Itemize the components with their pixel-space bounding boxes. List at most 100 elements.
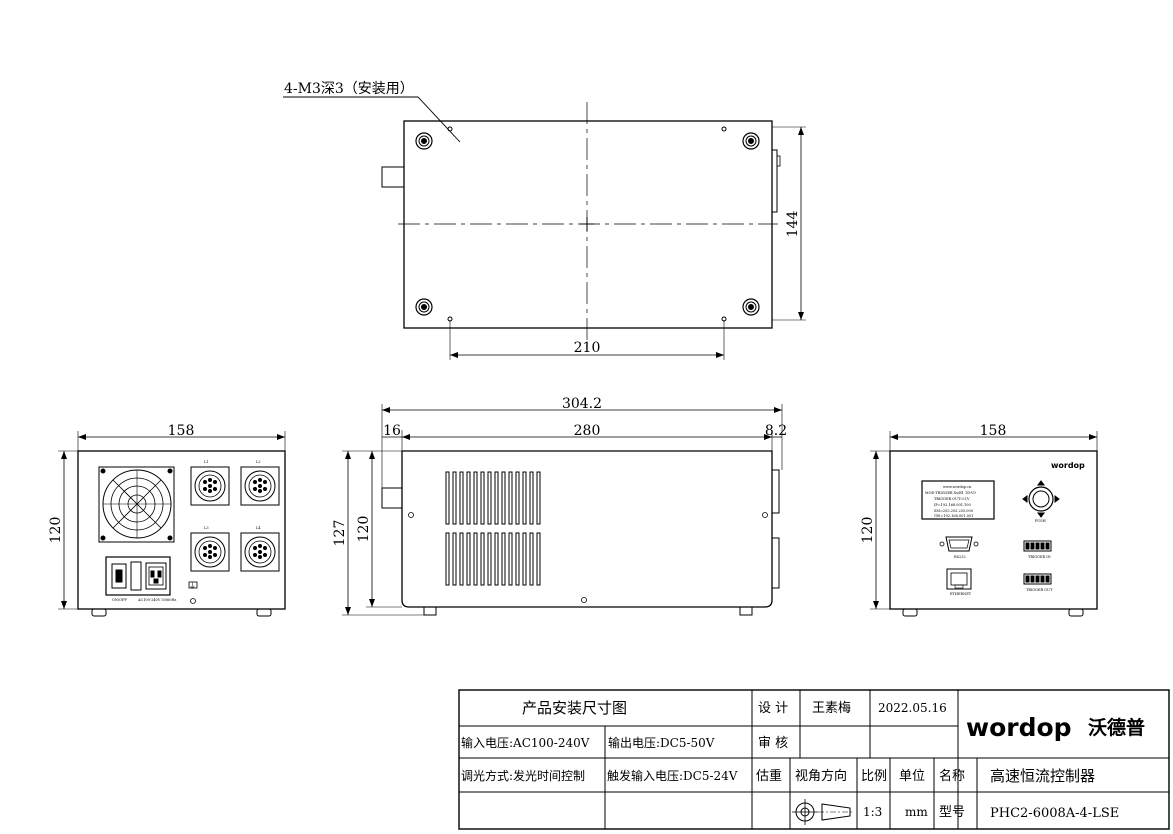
- logo-cn: 沃德普: [1088, 716, 1145, 739]
- ground-label: ⏚: [189, 582, 196, 590]
- screw-icon: [408, 512, 414, 518]
- trigger-out-terminal: [1023, 573, 1052, 585]
- foot: [902, 608, 918, 617]
- lcd-display: [921, 480, 995, 520]
- knob-stub: [381, 166, 405, 188]
- vent-slot: [529, 471, 534, 525]
- fan-icon: [98, 466, 175, 543]
- conn-label-l3: L3: [204, 526, 209, 530]
- title-block: [458, 689, 1170, 830]
- screw-icon: [762, 512, 768, 518]
- side-bracket: [771, 149, 778, 213]
- dim-side-height-outer: 127: [332, 520, 348, 547]
- front-view-body: [889, 450, 1098, 610]
- vent-slot: [487, 532, 492, 586]
- vent-slot: [508, 532, 513, 586]
- dim-rear-width: 158: [168, 423, 195, 439]
- ground-terminal-icon: [188, 581, 198, 589]
- dim-rear-height: 120: [48, 517, 64, 544]
- foot: [742, 298, 760, 316]
- logo-latin: wordop: [966, 713, 1072, 742]
- vent-slot: [480, 532, 485, 586]
- leader-line: [283, 96, 461, 143]
- lcd-text: www.wordop.cn MOD-TRIGGER Xs/B1 1D-V0 TR…: [925, 485, 976, 518]
- knob-label: PUSH: [1035, 519, 1046, 523]
- tb-input-voltage: 输入电压:AC100-240V: [461, 735, 590, 750]
- tb-name-label: 名称: [939, 768, 965, 784]
- vent-slot: [487, 471, 492, 525]
- vent-slot: [459, 471, 464, 525]
- tb-weight-label: 估重: [756, 768, 782, 784]
- power-rating: AC100-240V 50/60Hz: [137, 598, 177, 602]
- screw-icon: [581, 597, 587, 603]
- vent-slot: [466, 532, 471, 586]
- vent-slot: [515, 532, 520, 586]
- top-view: [283, 96, 806, 360]
- conn-label-l1: L1: [204, 460, 209, 464]
- lcd-line: GW=192.168.001.001: [934, 514, 973, 518]
- vent-slot: [494, 532, 499, 586]
- tb-trigger-voltage: 触发输入电压:DC5-24V: [607, 768, 738, 783]
- mount-note: 4-M3深3（安装用）: [284, 81, 414, 97]
- foot: [415, 132, 433, 150]
- dim-front-height: 120: [860, 517, 876, 544]
- dim-front-width: 158: [980, 423, 1007, 439]
- lcd-line: MOD-TRIGGER Xs/B1 1D-V0: [925, 491, 976, 495]
- tb-product-name: 高速恒流控制器: [990, 767, 1095, 785]
- lcd-line: TRIGGER OUT:0.1V: [934, 497, 970, 501]
- rear-view: [58, 431, 286, 617]
- tb-model-label: 型号: [939, 805, 965, 820]
- foot: [1068, 608, 1084, 617]
- dim-side-mid: 280: [574, 423, 601, 439]
- foot: [415, 298, 433, 316]
- vent-slot: [466, 471, 471, 525]
- vent-slot: [452, 532, 457, 586]
- tb-scale-label: 比例: [861, 769, 887, 784]
- lcd-line: SM=255.255.255.000: [934, 509, 973, 513]
- front-brand: wordop: [1051, 461, 1085, 470]
- tb-drawing-title: 产品安装尺寸图: [522, 699, 627, 717]
- front-view: [870, 431, 1098, 617]
- vent-slot: [452, 471, 457, 525]
- dim-side-left: 16: [383, 423, 401, 439]
- vent-slot: [522, 471, 527, 525]
- vent-slots: [445, 471, 541, 586]
- connector-l1-icon: [190, 466, 230, 506]
- tb-output-voltage: 输出电压:DC5-50V: [608, 735, 715, 750]
- knob-stub: [381, 487, 403, 509]
- projection-symbol-icon: [792, 799, 854, 825]
- foot: [91, 608, 107, 617]
- conn-label-l2: L2: [256, 460, 261, 464]
- tb-design-label: 设 计: [758, 701, 788, 716]
- conn-label-l4: L4: [256, 526, 261, 530]
- company-logo: wordop 沃德普: [966, 713, 1145, 742]
- rs232-port-icon: [939, 536, 979, 552]
- m3-hole: [721, 126, 727, 132]
- dim-side-total: 304.2: [562, 396, 602, 412]
- top-view-body: [403, 120, 773, 329]
- trigger-in-label: TRIGGER IN: [1028, 555, 1051, 559]
- tb-date: 2022.05.16: [878, 701, 947, 715]
- ethernet-port-icon: [946, 568, 972, 590]
- dim-side-height-inner: 120: [356, 516, 372, 543]
- tb-designer: 王素梅: [812, 701, 851, 716]
- tb-unit: mm: [905, 805, 928, 819]
- power-inlet-icon: [105, 556, 171, 596]
- rs232-label: RS232: [954, 555, 966, 559]
- lcd-line: IP=192.168.001.100: [934, 503, 971, 507]
- tb-review-label: 审 核: [758, 736, 788, 751]
- tb-unit-label: 单位: [899, 769, 925, 784]
- dim-top-height: 144: [785, 211, 801, 238]
- vent-slot: [494, 471, 499, 525]
- side-bracket: [771, 469, 780, 514]
- vent-slot: [501, 471, 506, 525]
- vent-slot: [445, 532, 450, 586]
- dim-top-hole-spacing: 210: [574, 340, 601, 356]
- vent-slot: [529, 532, 534, 586]
- tb-model: PHC2-6008A-4-LSE: [990, 806, 1119, 821]
- tb-view-label: 视角方向: [795, 768, 847, 784]
- trigger-out-label: TRIGGER OUT: [1026, 588, 1053, 592]
- vent-slot: [473, 471, 478, 525]
- vent-slot: [508, 471, 513, 525]
- vent-slot: [522, 532, 527, 586]
